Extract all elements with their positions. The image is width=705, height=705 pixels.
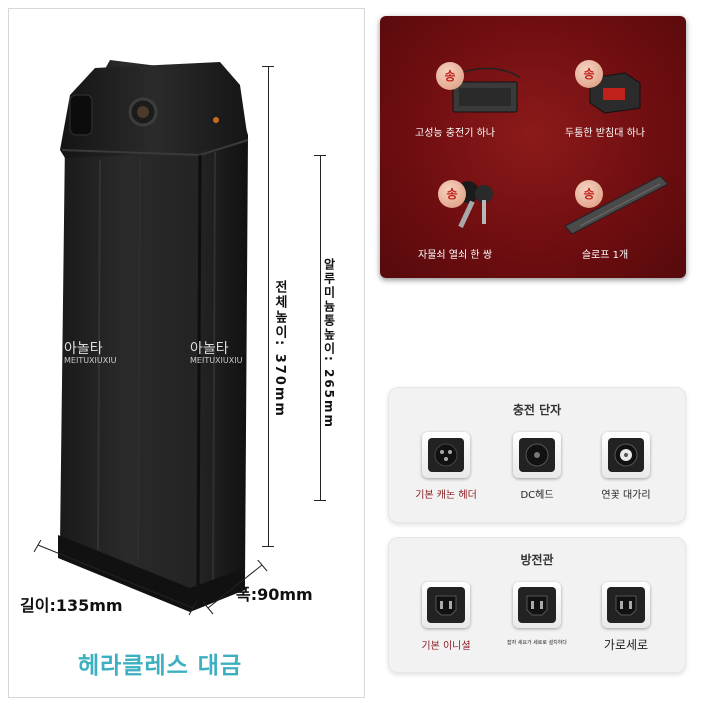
accessory-item: 송 자물쇠 열쇠 한 쌍 xyxy=(380,146,530,276)
aluminum-height-label: 알루미늄통높이: 265mm xyxy=(322,258,336,430)
aluminum-height-cap-top xyxy=(314,155,326,156)
port-label: DC헤드 xyxy=(520,490,554,501)
accessory-label: 고성능 충전기 하나 xyxy=(415,128,495,139)
iec-vertical-port-icon xyxy=(513,582,561,628)
total-height-cap-bottom xyxy=(262,546,274,547)
port-label: 가로세로 xyxy=(603,638,649,652)
accessory-label: 슬로프 1개 xyxy=(581,250,629,261)
gift-badge: 송 xyxy=(575,180,603,208)
slope-rail-icon xyxy=(564,175,669,235)
charging-port-title: 충전 단자 xyxy=(512,403,562,417)
gift-badge: 송 xyxy=(575,60,603,88)
accessory-item: 송 슬로프 1개 xyxy=(530,146,680,276)
width-dimension-line xyxy=(202,560,268,615)
total-height-cap-top xyxy=(262,66,274,67)
accessory-label: 두툼한 받침대 하나 xyxy=(565,128,645,139)
watermark-sub-2: MEITUXIUXIU xyxy=(190,356,243,365)
aluminum-height-line xyxy=(320,155,321,500)
port-label: 기본 캐논 헤더 xyxy=(415,490,477,501)
port-label: 기본 이니셜 xyxy=(421,641,471,652)
watermark: 아놀타 xyxy=(64,341,103,357)
accessory-item: 송 두툼한 받침대 하나 xyxy=(530,16,680,146)
gift-badge: 송 xyxy=(438,180,466,208)
lotus-port-icon xyxy=(602,432,650,478)
discharge-port-title: 방전관 xyxy=(520,553,554,567)
total-height-line xyxy=(268,66,269,546)
watermark-2: 아놀타 xyxy=(190,341,229,357)
xlr-port-icon xyxy=(422,432,470,478)
charging-port-panel: 충전 단자 기본 캐논 헤더 DC헤드 연꽃 대가리 xyxy=(388,387,686,523)
gift-badge: 송 xyxy=(436,62,464,90)
total-height-label: 전체높이: 370mm xyxy=(272,280,287,418)
port-label: 연꽃 대가리 xyxy=(601,490,651,501)
iec-port-icon xyxy=(422,582,470,628)
width-label: 폭:90mm xyxy=(236,585,313,604)
product-title: 헤라클레스 대금 xyxy=(78,653,243,679)
port-label: 잡자 세요가 세로로 설치하다 xyxy=(507,640,567,646)
accessory-label: 자물쇠 열쇠 한 쌍 xyxy=(418,250,492,261)
dc-port-icon xyxy=(513,432,561,478)
base-mount-icon xyxy=(589,72,641,114)
iec-horizontal-port-icon xyxy=(602,582,650,628)
watermark-sub: MEITUXIUXIU xyxy=(64,356,117,365)
battery-image xyxy=(58,60,249,612)
product-frame xyxy=(8,8,365,698)
aluminum-height-cap-bottom xyxy=(314,500,326,501)
length-label: 길이:135mm xyxy=(20,596,123,615)
accessory-item: 송 고성능 충전기 하나 xyxy=(380,16,530,146)
accessories-panel: 송 고성능 충전기 하나 송 두툼한 받침대 하나 송 자물쇠 열쇠 한 쌍 송… xyxy=(380,16,686,278)
discharge-port-panel: 방전관 기본 이니셜 잡자 세요가 세로로 설치하다 가로세로 xyxy=(388,537,686,673)
length-dimension-line xyxy=(33,540,198,616)
